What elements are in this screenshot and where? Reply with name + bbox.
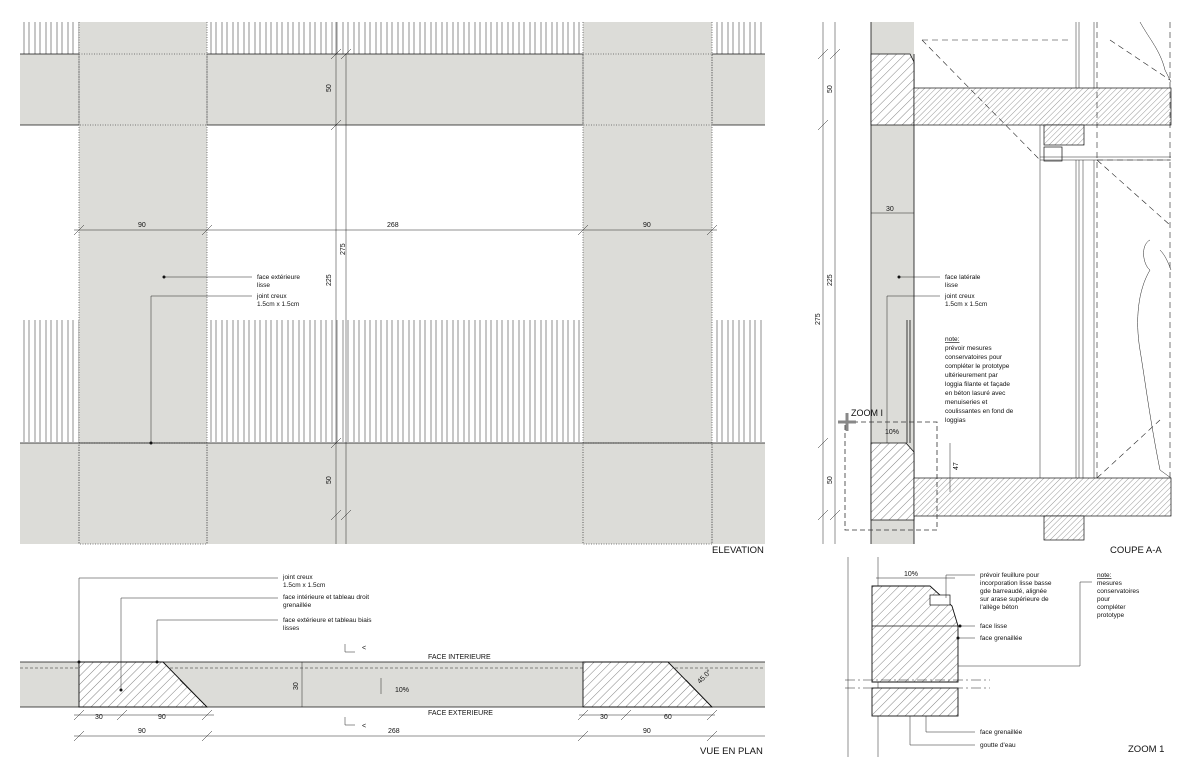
sect-note-main-8: coulissantes en fond de xyxy=(945,408,1014,415)
zoom-note-1: mesures xyxy=(1097,580,1123,587)
zoom-rebate-2: incorporation lisse basse xyxy=(980,580,1052,587)
sect-note-joint-2: 1.5cm x 1.5cm xyxy=(945,301,987,308)
plan-face-exterior: FACE EXTERIEURE xyxy=(428,710,493,717)
zoom-note-lisse: face lisse xyxy=(980,623,1007,630)
zoom-note-drip: goutte d'eau xyxy=(980,742,1016,749)
plan-dim-c: 90 xyxy=(138,728,146,735)
zoom-note-gren2: face grenaillée xyxy=(980,729,1023,736)
sect-dim-h-bottom: 50 xyxy=(827,476,834,484)
elev-dim-h-bottom: 50 xyxy=(326,476,333,484)
caption-zoom: ZOOM 1 xyxy=(1128,744,1164,755)
zoom-1-label: ZOOM I xyxy=(851,408,883,418)
sect-note-joint-1: joint creux xyxy=(944,293,975,300)
zoom-rebate-4: sur arase supérieure de xyxy=(980,596,1049,603)
elev-note-joint-2: 1.5cm x 1.5cm xyxy=(257,301,299,308)
sect-note-main-4: ultérieurement par xyxy=(945,372,999,379)
sect-note-main-7: menuiseries et xyxy=(945,399,987,406)
elev-note-joint-1: joint creux xyxy=(256,293,287,300)
elev-dim-h-mid: 225 xyxy=(326,274,333,286)
plan-note3-1: face extérieure et tableau biais xyxy=(283,617,372,624)
plan-dim-d: 268 xyxy=(388,728,400,735)
sect-note-main-9: loggias xyxy=(945,417,966,424)
plan-note3-2: lisses xyxy=(283,625,300,632)
plan-note2-1: face intérieure et tableau droit xyxy=(283,594,369,601)
caption-section: COUPE A-A xyxy=(1110,545,1162,556)
plan-dim-a: 30 xyxy=(95,714,103,721)
sect-dim-47: 47 xyxy=(953,462,960,470)
plan-section-mark-top: < xyxy=(362,645,366,652)
column-right xyxy=(583,22,712,544)
zoom-slope: 10% xyxy=(904,571,918,578)
sect-note-main-1: prévoir mesures xyxy=(945,345,992,352)
sect-note-main-5: loggia filante et façade xyxy=(945,381,1010,388)
plan-dim-e: 30 xyxy=(600,714,608,721)
zoom-note-3: pour xyxy=(1097,596,1111,603)
plan-dim-g: 90 xyxy=(643,728,651,735)
sect-slope: 10% xyxy=(885,429,899,436)
elev-dim-w-left: 90 xyxy=(138,222,146,229)
elev-note-face-1: face extérieure xyxy=(257,274,300,281)
plan-note1-1: joint creux xyxy=(282,574,313,581)
elev-dim-w-right: 90 xyxy=(643,222,651,229)
plan-note2-2: grenaillée xyxy=(283,602,312,609)
zoom-1-frame xyxy=(844,421,938,531)
sect-note-main-6: en béton lasuré avec xyxy=(945,390,1006,397)
slab-upper xyxy=(913,87,1172,126)
zoom-note-4: compléter xyxy=(1097,604,1126,611)
plan-dim-f: 60 xyxy=(664,714,672,721)
zoom-note-gren: face grenaillée xyxy=(980,635,1023,642)
sect-note-main-2: conservatoires pour xyxy=(945,354,1003,361)
sect-note-main-0: note: xyxy=(945,336,960,343)
sect-dim-w-slab: 30 xyxy=(886,206,894,213)
sect-note-face-2: lisse xyxy=(945,282,958,289)
plan-slope: 10% xyxy=(395,687,409,694)
column-left xyxy=(79,22,207,544)
caption-elevation: ELEVATION xyxy=(712,545,764,556)
zoom-1-view xyxy=(845,557,1092,757)
sect-note-main: note: prévoir mesures conservatoires pou… xyxy=(945,336,1014,424)
sect-note-main-3: compléter le prototype xyxy=(945,363,1010,370)
sect-dim-h-top: 50 xyxy=(827,85,834,93)
zoom-note-2: conservatoires xyxy=(1097,588,1140,595)
zoom-rebate-1: prévoir feuillure pour xyxy=(980,572,1040,579)
plan-section-mark-bottom: < xyxy=(362,723,366,730)
plan-note1-2: 1.5cm x 1.5cm xyxy=(283,582,325,589)
zoom-note-0: note: xyxy=(1097,572,1112,579)
plan-depth: 30 xyxy=(293,682,300,690)
elev-dim-h-top: 50 xyxy=(326,84,333,92)
sect-note-face-1: face latérale xyxy=(945,274,981,281)
section-view xyxy=(817,21,1172,544)
slab-lower xyxy=(913,477,1172,517)
elev-dim-h-total: 275 xyxy=(340,243,347,255)
plan-face-interior: FACE INTERIEURE xyxy=(428,654,491,661)
plan-view xyxy=(20,577,765,742)
zoom-rebate-5: l'allège béton xyxy=(980,604,1018,611)
elevation-view xyxy=(20,22,765,545)
sect-dim-h-mid: 225 xyxy=(827,274,834,286)
zoom-rebate-3: gde barreaudé, alignée xyxy=(980,588,1047,595)
sect-dim-h-total: 275 xyxy=(815,313,822,325)
plan-dim-b: 90 xyxy=(158,714,166,721)
elev-dim-w-mid: 268 xyxy=(387,222,399,229)
zoom-note-5: prototype xyxy=(1097,612,1124,619)
caption-plan: VUE EN PLAN xyxy=(700,746,763,757)
elev-note-face-2: lisse xyxy=(257,282,270,289)
